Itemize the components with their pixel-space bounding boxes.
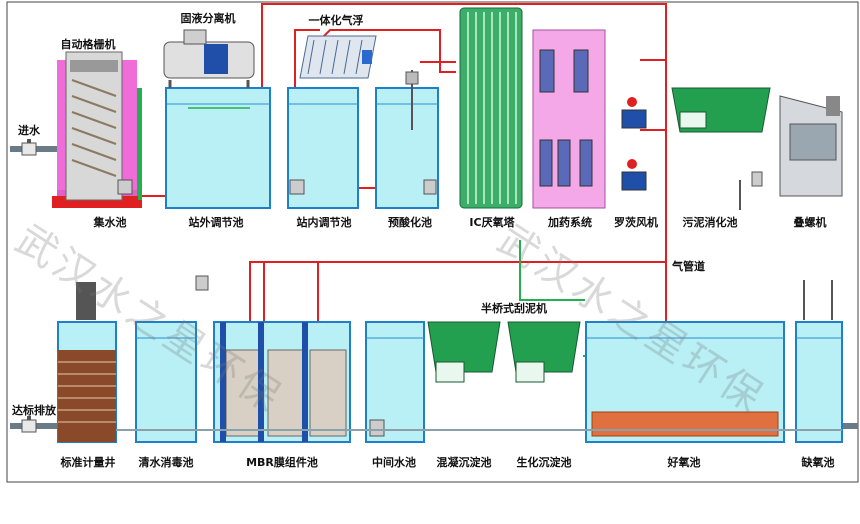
inlet-pipe	[10, 139, 57, 156]
mbr-tank	[195, 275, 351, 443]
label-ic-tower: IC厌氧塔	[469, 216, 515, 229]
label-outlet: 达标排放	[12, 404, 56, 417]
label-roots-blower: 罗茨风机	[614, 216, 658, 229]
label-internal-balance-tank: 站内调节池	[296, 216, 352, 229]
middle-tank	[365, 321, 425, 443]
label-mbr-tank: MBR膜组件池	[246, 456, 318, 469]
daf-unit	[299, 35, 377, 79]
label-sludge-digester: 污泥消化池	[682, 216, 738, 229]
outlet-pipe	[10, 416, 858, 433]
ic-anaerobic-tower	[459, 7, 523, 209]
label-disinfection-tank: 清水消毒池	[138, 456, 194, 469]
disinfection-tank	[135, 321, 197, 443]
label-collection-tank: 集水池	[93, 216, 127, 229]
aerobic-tank	[585, 321, 785, 443]
coagulation-settler	[427, 321, 501, 383]
label-dosing-system: 加药系统	[548, 216, 592, 229]
label-meter-well: 标准计量井	[60, 456, 116, 469]
pre-acidification-tank	[375, 70, 439, 209]
label-anoxic-tank: 缺氧池	[801, 456, 835, 469]
solid-liquid-separator	[163, 29, 255, 88]
label-scraper: 半桥式刮泥机	[481, 302, 547, 315]
label-pre-acidification-tank: 预酸化池	[388, 216, 432, 229]
label-aerobic-tank: 好氧池	[667, 456, 701, 469]
sludge-digester	[671, 87, 771, 210]
bio-settler	[507, 321, 581, 383]
internal-balance-tank	[287, 87, 359, 209]
label-separator: 固液分离机	[180, 12, 236, 25]
label-bio-settler: 生化沉淀池	[516, 456, 572, 469]
label-screw-press: 叠螺机	[793, 216, 827, 229]
label-middle-tank: 中间水池	[372, 456, 416, 469]
label-screen-machine: 自动格栅机	[60, 38, 116, 51]
frame-border	[6, 1, 859, 483]
label-daf: 一体化气浮	[308, 14, 364, 27]
dosing-system	[532, 29, 606, 209]
meter-well	[57, 282, 117, 443]
anoxic-tank	[795, 280, 843, 443]
label-coagulation-settler: 混凝沉淀池	[436, 456, 492, 469]
auto-screen-machine	[65, 51, 133, 201]
red-pipe-network	[128, 3, 667, 330]
label-gas-pipe: 气管道	[672, 260, 705, 273]
label-inlet: 进水	[18, 124, 40, 137]
screw-press	[779, 95, 843, 197]
roots-blower	[621, 97, 647, 191]
label-external-balance-tank: 站外调节池	[188, 216, 244, 229]
external-balance-tank	[165, 87, 271, 209]
